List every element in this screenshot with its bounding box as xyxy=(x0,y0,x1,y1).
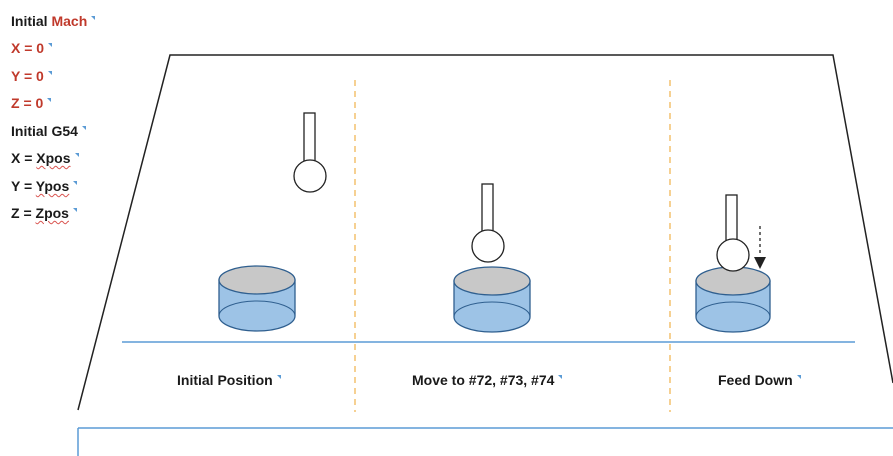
caption-feed-down: Feed Down xyxy=(718,372,801,388)
workpiece-feed xyxy=(695,266,771,333)
probe-move xyxy=(471,183,505,263)
table-surface xyxy=(77,54,893,411)
corner-mark-icon xyxy=(72,208,77,212)
corner-mark-icon xyxy=(81,126,86,130)
g54-title-text: Initial G54 xyxy=(11,123,78,139)
workpiece-move xyxy=(453,266,531,333)
g54-y-value: Ypos xyxy=(35,178,70,194)
mach-y: Y = 0 xyxy=(11,67,52,85)
caption-initial-position-text: Initial Position xyxy=(177,372,273,388)
caption-move-to-text: Move to #72, #73, #74 xyxy=(412,372,555,388)
corner-mark-icon xyxy=(74,153,79,157)
mach-z: Z = 0 xyxy=(11,94,52,112)
workpiece-initial xyxy=(218,265,296,332)
g54-y: Y = Ypos xyxy=(11,177,78,195)
corner-mark-icon xyxy=(73,181,78,185)
corner-mark-icon xyxy=(47,71,52,75)
corner-mark-icon xyxy=(276,375,281,379)
mach-z-text: Z = 0 xyxy=(11,95,44,111)
g54-z-value: Zpos xyxy=(35,205,69,221)
g54-z-prefix: Z = xyxy=(11,205,36,221)
g54-x-value: Xpos xyxy=(36,150,71,166)
caption-move-to: Move to #72, #73, #74 xyxy=(412,372,563,388)
corner-mark-icon xyxy=(796,375,801,379)
mach-y-text: Y = 0 xyxy=(11,68,44,84)
corner-mark-icon xyxy=(91,16,96,20)
mach-title-word: Mach xyxy=(51,13,88,29)
mach-title: Initial Mach xyxy=(11,12,96,30)
caption-initial-position: Initial Position xyxy=(177,372,281,388)
mach-x-text: X = 0 xyxy=(11,40,45,56)
g54-x: X = Xpos xyxy=(11,149,79,167)
probe-initial xyxy=(293,112,327,193)
down-arrow-icon xyxy=(754,226,766,269)
probe-feed xyxy=(716,194,750,272)
g54-z: Z = Zpos xyxy=(11,204,77,222)
corner-mark-icon xyxy=(48,43,53,47)
g54-x-prefix: X = xyxy=(11,150,37,166)
caption-feed-down-text: Feed Down xyxy=(718,372,793,388)
mach-title-prefix: Initial xyxy=(11,13,52,29)
mach-x: X = 0 xyxy=(11,39,53,57)
g54-title: Initial G54 xyxy=(11,122,86,140)
g54-y-prefix: Y = xyxy=(11,178,36,194)
corner-mark-icon xyxy=(47,98,52,102)
corner-mark-icon xyxy=(558,375,563,379)
